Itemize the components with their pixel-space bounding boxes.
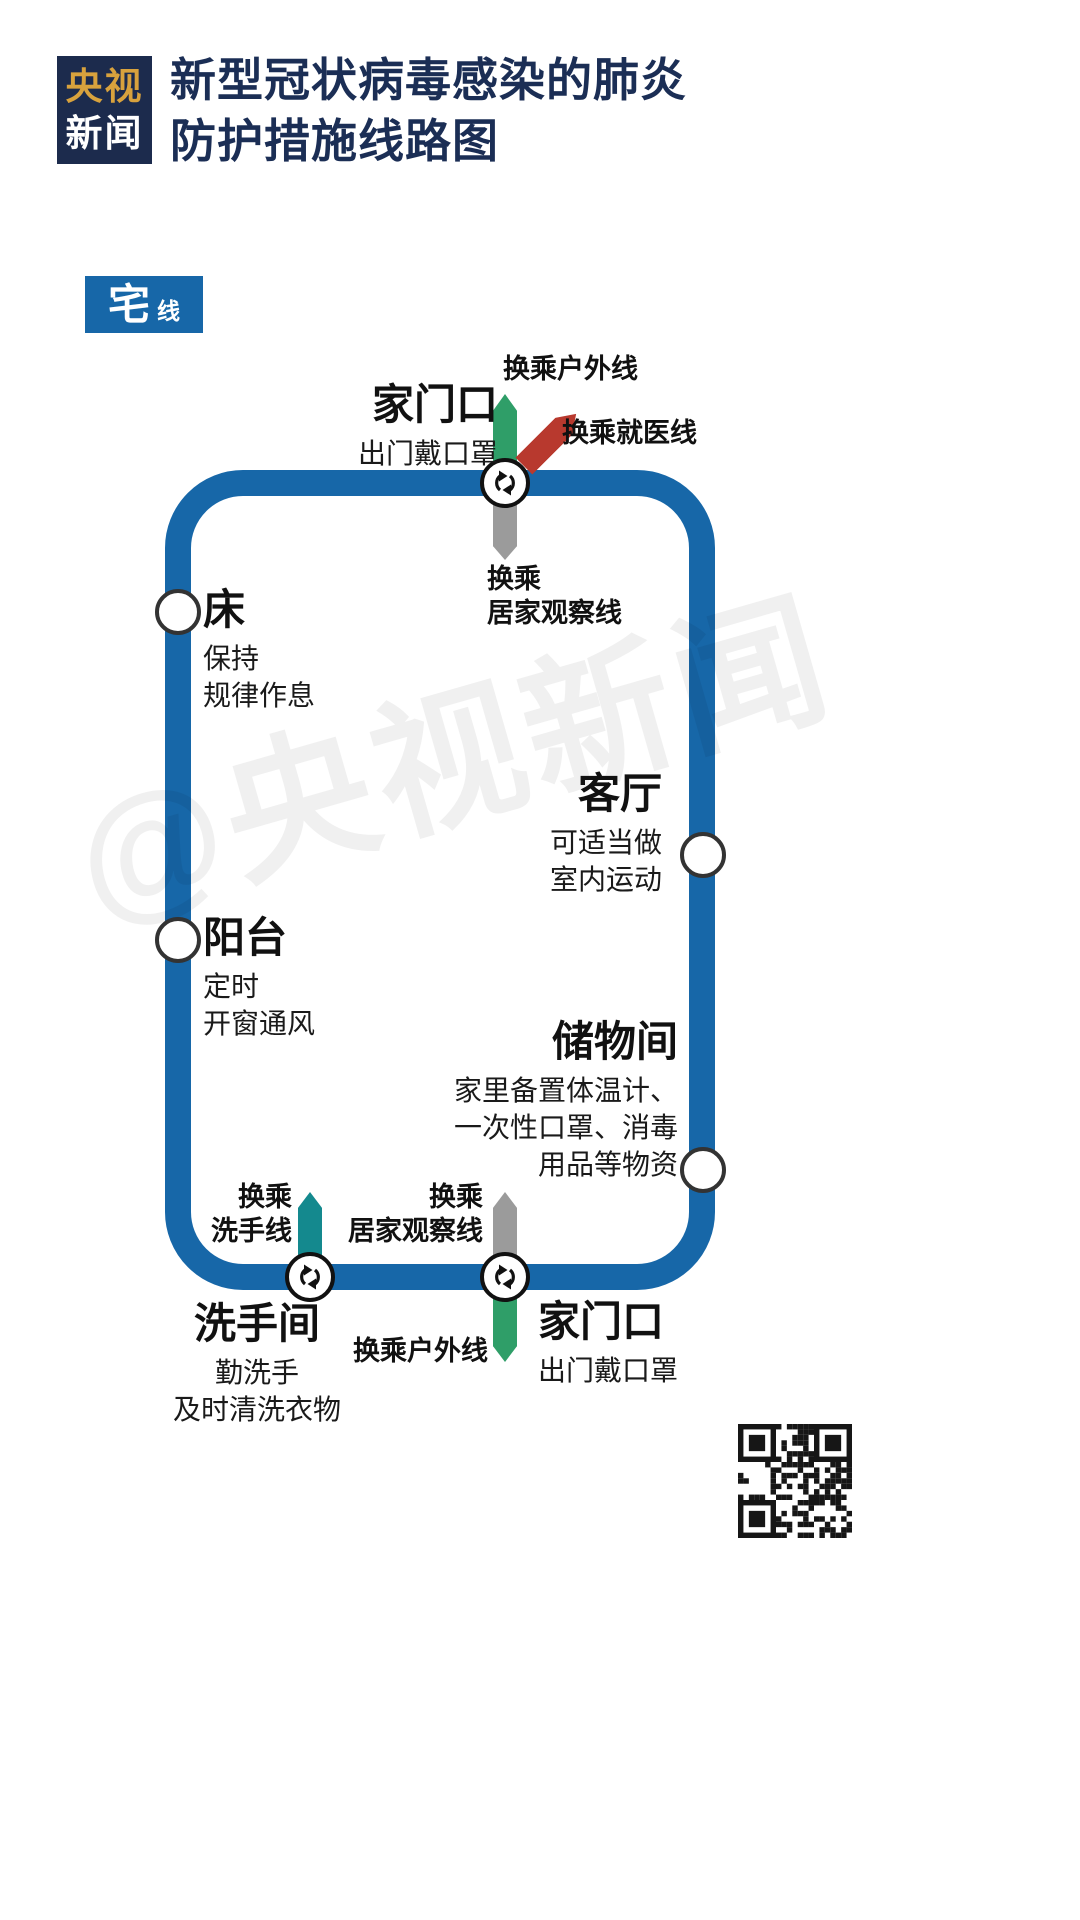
transfer-icon (495, 470, 515, 496)
outdoor-line-arrow-top (493, 394, 517, 464)
station-label-living-room: 客厅 可适当做 室内运动 (550, 772, 662, 898)
station-label-home-bottom: 家门口 出门戴口罩 (538, 1300, 678, 1389)
station-name: 阳台 (203, 914, 288, 961)
transfer-label-observation-top: 换乘 居家观察线 (487, 562, 622, 630)
transfer-line: 换乘 (487, 564, 541, 594)
handwash-line-arrow (298, 1192, 322, 1258)
transfer-line: 居家观察线 (487, 598, 622, 628)
badge-suffix-char: 线 (157, 298, 180, 324)
transfer-line: 居家观察线 (348, 1216, 483, 1246)
transfer-label-medical: 换乘就医线 (562, 418, 697, 448)
interchange-home-bottom (480, 1252, 530, 1302)
cctv-news-logo: 央视 新闻 (57, 56, 152, 164)
desc-line: 用品等物资 (537, 1149, 678, 1180)
desc-line: 勤洗手 (214, 1357, 299, 1388)
observation-line-arrow-bottom (493, 1192, 517, 1258)
desc-line: 规律作息 (203, 680, 316, 711)
station-desc: 勤洗手 及时清洗衣物 (145, 1354, 369, 1428)
title-line2: 防护措施线路图 (170, 115, 499, 167)
desc-line: 保持 (203, 643, 260, 674)
transfer-line: 换乘 (429, 1182, 483, 1212)
logo-text-line1: 央视 (65, 66, 144, 107)
station-desc: 出门戴口罩 (357, 438, 498, 469)
desc-line: 开窗通风 (203, 1008, 316, 1039)
transfer-line: 洗手线 (211, 1216, 292, 1246)
transfer-label-outdoor-bottom: 换乘户外线 (353, 1336, 488, 1366)
desc-line: 家里备置体温计、 (453, 1075, 678, 1106)
station-dot-bed (155, 589, 201, 635)
desc-line: 及时清洗衣物 (172, 1394, 341, 1425)
desc-line: 定时 (203, 971, 260, 1002)
station-dot-balcony (155, 917, 201, 963)
station-name: 储物间 (551, 1018, 678, 1065)
station-dot-living-room (680, 832, 726, 878)
transfer-label-handwash: 换乘 洗手线 (211, 1180, 292, 1248)
station-desc: 定时 开窗通风 (203, 968, 315, 1042)
observation-line-arrow-top (493, 502, 517, 560)
station-desc: 出门戴口罩 (538, 1355, 679, 1386)
station-desc: 保持 规律作息 (203, 640, 315, 714)
transfer-label-observation-bottom: 换乘 居家观察线 (348, 1180, 483, 1248)
station-label-balcony: 阳台 定时 开窗通风 (203, 916, 315, 1042)
badge-main-char: 宅 (107, 281, 150, 328)
title-line1: 新型冠状病毒感染的肺炎 (170, 54, 687, 106)
outdoor-line-arrow-bottom (493, 1296, 517, 1362)
station-label-home-top: 家门口 出门戴口罩 (358, 383, 498, 472)
station-name: 家门口 (538, 1298, 665, 1345)
station-desc: 家里备置体温计、 一次性口罩、消毒 用品等物资 (454, 1072, 678, 1183)
station-dot-storage (680, 1147, 726, 1193)
desc-line: 可适当做 (549, 827, 662, 858)
station-label-storage: 储物间 家里备置体温计、 一次性口罩、消毒 用品等物资 (454, 1020, 678, 1183)
transfer-icon (495, 1264, 515, 1290)
station-label-bathroom: 洗手间 勤洗手 及时清洗衣物 (145, 1302, 369, 1428)
interchange-home-top (480, 458, 530, 508)
station-desc: 可适当做 室内运动 (550, 824, 662, 898)
station-name: 家门口 (371, 381, 498, 428)
station-name: 床 (203, 586, 246, 633)
transfer-label-outdoor-top: 换乘户外线 (503, 354, 638, 384)
station-name: 客厅 (577, 770, 662, 817)
logo-text-line2: 新闻 (65, 113, 144, 154)
station-name: 洗手间 (193, 1300, 320, 1347)
station-label-bed: 床 保持 规律作息 (203, 588, 315, 714)
home-line-badge: 宅 线 (85, 276, 203, 333)
page-title: 新型冠状病毒感染的肺炎 防护措施线路图 (170, 50, 687, 172)
desc-line: 室内运动 (549, 864, 662, 895)
transfer-line: 换乘 (238, 1182, 292, 1212)
desc-line: 一次性口罩、消毒 (453, 1112, 678, 1143)
interchange-bathroom (285, 1252, 335, 1302)
qr-code (738, 1424, 852, 1538)
transfer-icon (300, 1264, 320, 1290)
